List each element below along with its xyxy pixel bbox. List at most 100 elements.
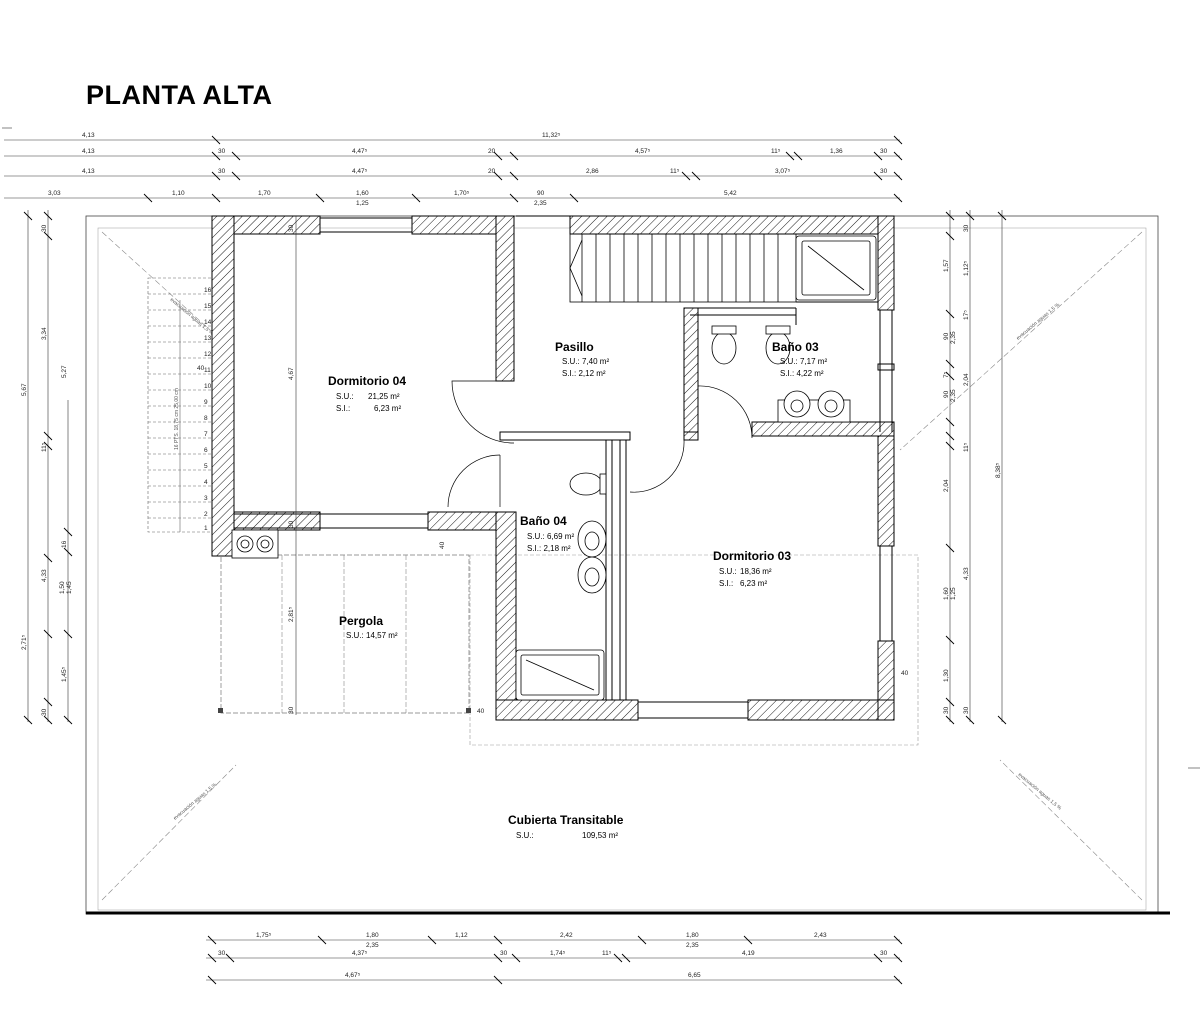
dim-label: 2,35 [534,200,547,207]
dim-label: 2,71⁵ [21,634,28,650]
stair-step: 16 [204,287,212,294]
room-name: Pergola [339,614,383,628]
dim-label: 90 [537,190,545,197]
dim-label: 1,57 [943,259,950,272]
dim-label: 30 [218,168,226,175]
dim-label: 17⁵ [963,310,970,320]
dim-label: 6,65 [688,972,701,979]
dim-label: 11⁵ [771,148,781,155]
dim-label: 30 [41,224,48,232]
dim-label: 4,37⁵ [352,950,368,957]
stair-step: 8 [204,415,208,422]
room-su-label: S.U.: [336,392,354,401]
stair-step: 6 [204,447,208,454]
stair-step: 3 [204,495,208,502]
dim-label: 30 [880,950,888,957]
dim-label: 30 [288,224,295,232]
dim-label: 4,13 [82,168,95,175]
exterior-stair [147,277,213,533]
dim-label: 30 [963,706,970,714]
room-name: Pasillo [555,340,594,354]
dim-label: 3,34 [41,327,48,340]
dim-label: 1,10 [172,190,185,197]
dim-label: 30 [288,706,295,714]
dim-label: 4,33 [963,567,970,580]
dim-label: 2,35 [950,331,957,344]
dim-label: 30 [943,706,950,714]
fixtures [231,235,877,701]
dims-interior: 4,67 30 30 2,81⁵ 30 40 40 40 40 [197,224,909,715]
stair-step: 11 [204,367,211,374]
dim-label: 40 [901,670,909,677]
stair-step: 10 [204,383,212,390]
dim-label: 20 [488,148,496,155]
stair-step: 9 [204,399,208,406]
roof-note-bl: evacuación aguas 1,5 % [172,782,218,822]
dim-label: 3,07⁵ [775,168,791,175]
dim-label: 11⁵ [670,168,680,175]
room-su: S.U.: 7,40 m² [562,357,609,366]
room-cubierta-transitable: Cubierta Transitable S.U.: 109,53 m² [508,813,624,840]
dim-label: 30 [218,950,226,957]
doors [447,380,753,508]
stair-step-numbers: 16 15 14 13 12 11 10 9 8 7 6 5 4 3 2 1 1… [174,287,212,532]
dim-label: 20 [488,168,496,175]
dim-label: 8,38⁵ [995,462,1002,478]
dim-label: 30 [218,148,226,155]
dim-label: 5,27 [61,365,68,378]
dim-label: 4,67⁵ [345,972,361,979]
room-name: Dormitorio 03 [713,549,791,563]
dim-label: 4,47⁵ [352,168,368,175]
dim-label: 4,13 [82,132,95,139]
dim-label: 2,35 [366,942,379,949]
room-pergola: Pergola S.U.: 14,57 m² [339,614,398,640]
walls [211,215,895,721]
roof-terrace [85,215,1170,915]
pergola-structure [218,554,471,714]
room-name: Dormitorio 04 [328,374,406,388]
dim-label: 4,19 [742,950,755,957]
dim-label: 40 [477,708,485,715]
dim-label: 5,42 [724,190,737,197]
dim-label: 1,12⁵ [963,260,970,276]
dim-label: 1,25 [356,200,369,207]
dims-top: 4,13 11,32⁵ 4,13 30 4,47⁵ 20 4,57⁵ 11⁵ 1… [48,132,888,207]
dim-label: 2,42 [560,932,573,939]
dim-label: 4,67 [288,367,295,380]
dim-label: 2,86 [586,168,599,175]
dim-label: 40 [439,541,446,549]
dim-label: 1,80 [366,932,379,939]
room-si: S.I.: 2,12 m² [562,369,606,378]
dim-label: 16 [61,540,68,548]
room-su: S.U.: 6,69 m² [527,532,574,541]
dim-label: 3,03 [48,190,61,197]
room-si-label: S.I.: [336,404,350,413]
room-dormitorio-04: Dormitorio 04 S.U.: 21,25 m² S.I.: 6,23 … [328,374,406,413]
room-su-value: 18,36 m² [740,567,772,576]
room-su-label: S.U.: [516,831,534,840]
dim-label: 1,45 [66,581,73,594]
roof-note-tr: evacuación aguas 1,5 % [1015,302,1061,342]
dim-label: 7⁵ [943,371,950,378]
dim-label: 1,36 [830,148,843,155]
dim-label: 11,32⁵ [542,132,561,139]
dim-label: 2,43 [814,932,827,939]
dim-label: 2,35 [686,942,699,949]
dim-label: 1,80 [686,932,699,939]
dim-label: 1,74⁵ [550,950,566,957]
dim-label: 2,04 [963,373,970,386]
dim-label: 1,60 [943,587,950,600]
dim-label: 11⁵ [41,442,48,452]
stair-step: 4 [204,479,208,486]
room-bano-04: Baño 04 S.U.: 6,69 m² S.I.: 2,18 m² [520,514,574,553]
dim-label: 1,70⁵ [454,190,470,197]
dim-label: 90 [943,332,950,340]
dims-right: 30 1,57 1,12⁵ 90 2,35 17⁵ 7⁵ 2,04 90 2,3… [943,224,1002,714]
room-name: Cubierta Transitable [508,813,624,827]
dim-label: 1,50 [59,581,66,594]
dim-label: 1,30 [943,669,950,682]
room-si-value: 6,23 m² [740,579,767,588]
partitions [234,215,895,719]
dim-label: 30 [500,950,508,957]
